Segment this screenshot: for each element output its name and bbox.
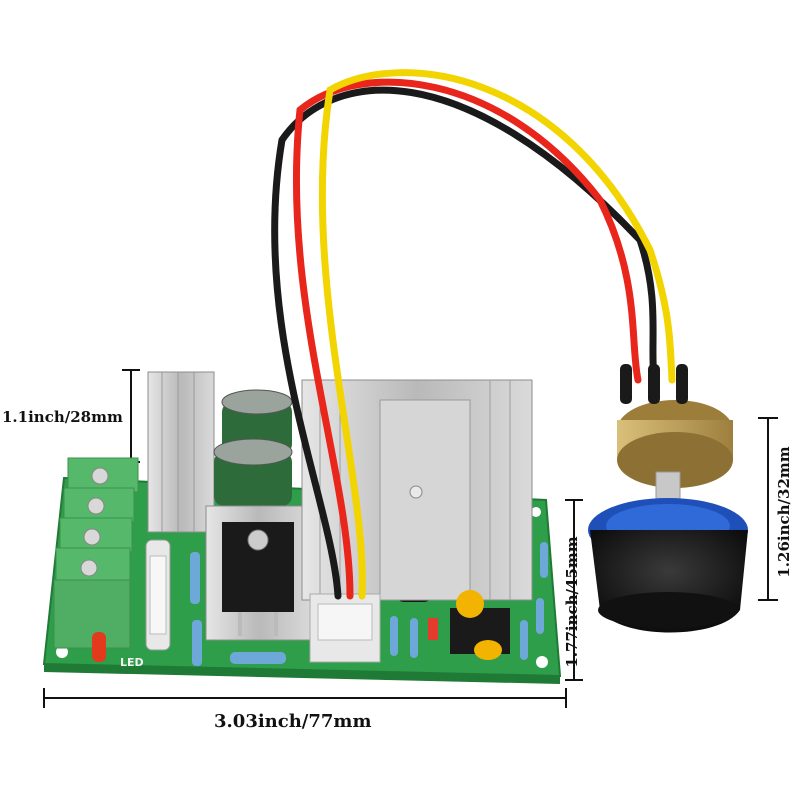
width-dimension-label: 3.03inch/77mm: [214, 711, 372, 732]
screw-terminals: [53, 457, 139, 649]
wire-connector: [309, 593, 381, 663]
mosfet-bracket: [205, 505, 313, 641]
knob-height-dimension-label: 1.26inch/32mm: [775, 446, 793, 578]
board-height-dimension-label: 1.77inch/45mm: [563, 536, 581, 668]
board-led-marking: LED: [120, 656, 144, 669]
knob: [588, 498, 748, 633]
ic-chip: [428, 590, 510, 660]
height-dimension-label: 1.1inch/28mm: [2, 408, 123, 426]
heatsink-left: [147, 371, 215, 533]
resistors: [190, 542, 548, 666]
wires: [271, 69, 676, 600]
led-indicator: [92, 632, 106, 662]
dimension-lines: [43, 369, 778, 708]
fuse: [145, 539, 171, 651]
